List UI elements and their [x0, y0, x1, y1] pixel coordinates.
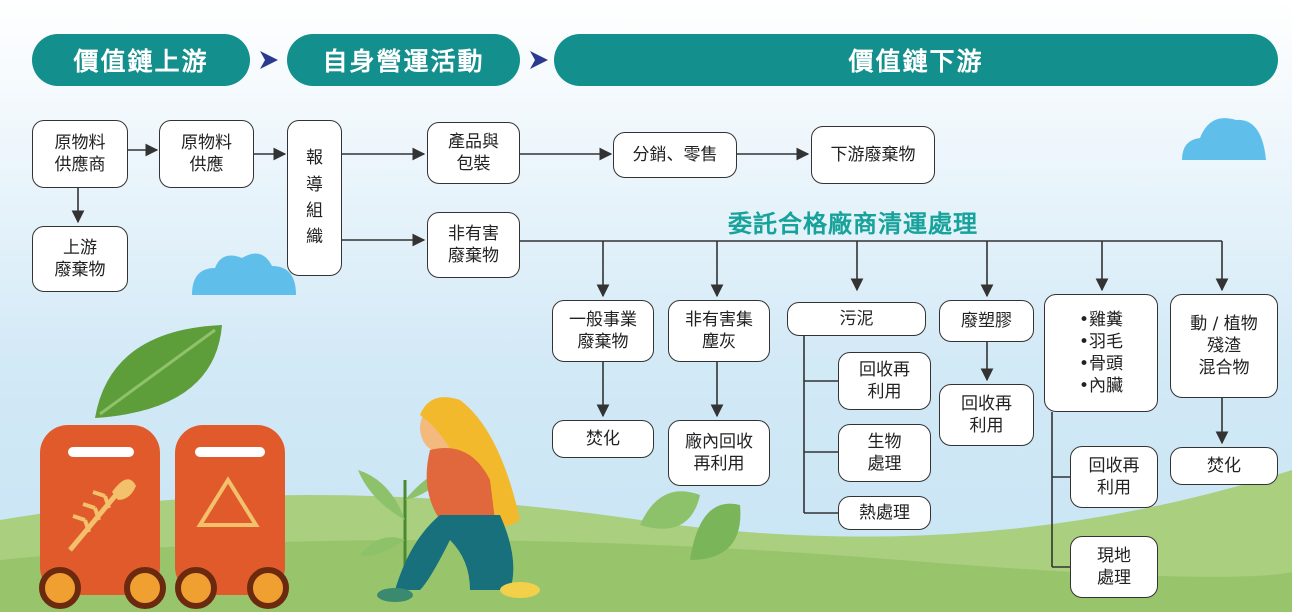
- node-sludge: 污泥: [787, 302, 926, 336]
- node-poultry-byproducts: •雞糞 •羽毛 •骨頭 •內臟: [1044, 294, 1158, 412]
- node-raw-material-supplier: 原物料 供應商: [32, 120, 128, 188]
- node-sludge-recycle: 回收再 利用: [838, 352, 931, 410]
- play-arrow-icon: [530, 51, 548, 69]
- vertical-char: 報: [306, 148, 323, 169]
- node-sludge-heat: 熱處理: [838, 496, 931, 530]
- trash-bin-fish-icon: [39, 425, 166, 609]
- node-dust-ash: 非有害集 塵灰: [668, 300, 770, 362]
- node-distribution-retail: 分銷、零售: [613, 132, 737, 178]
- node-products-packaging: 產品與 包裝: [427, 122, 520, 184]
- leaf-icon: [690, 503, 741, 560]
- banner-operations: 自身營運活動: [287, 34, 520, 86]
- poultry-item: •雞糞: [1078, 309, 1124, 330]
- node-incineration: 焚化: [552, 420, 654, 458]
- node-plastic-recycle: 回收再 利用: [939, 384, 1034, 446]
- node-animal-plant-residue: 動 / 植物 殘渣 混合物: [1170, 294, 1278, 398]
- poultry-item: •內臟: [1078, 376, 1124, 397]
- leaf-icon: [640, 491, 700, 529]
- node-incineration-2: 焚化: [1170, 447, 1278, 485]
- trash-bin-triangle-icon: [175, 425, 289, 609]
- node-non-hazardous-waste: 非有害 廢棄物: [427, 212, 520, 278]
- node-factory-reuse: 廠內回收 再利用: [668, 420, 770, 486]
- cloud-icon: [1182, 118, 1266, 160]
- cloud-icon: [192, 253, 296, 295]
- vertical-char: 組: [306, 201, 323, 221]
- node-onsite-treatment: 現地 處理: [1070, 536, 1158, 598]
- grass-hill-dark: [0, 540, 1292, 612]
- node-poultry-recycle: 回收再 利用: [1070, 446, 1158, 508]
- banner-downstream: 價值鏈下游: [554, 34, 1278, 86]
- node-general-industrial-waste: 一般事業 廢棄物: [552, 300, 654, 362]
- node-downstream-waste: 下游廢棄物: [811, 126, 935, 184]
- node-raw-material-supply: 原物料 供應: [159, 120, 254, 188]
- consign-title: 委託合格廠商清運處理: [728, 210, 978, 238]
- node-upstream-waste: 上游 廢棄物: [32, 226, 128, 292]
- banner-upstream: 價值鏈上游: [32, 34, 250, 86]
- node-reporting-organization: 報 導 組 織: [287, 120, 342, 276]
- node-waste-plastic: 廢塑膠: [939, 300, 1034, 342]
- poultry-item: •骨頭: [1078, 354, 1124, 374]
- node-sludge-bio: 生物 處理: [838, 424, 931, 482]
- vertical-char: 導: [306, 174, 323, 195]
- play-arrow-icon: [260, 51, 278, 69]
- vertical-char: 織: [306, 227, 323, 248]
- girl-planting-illustration: [358, 397, 540, 602]
- poultry-item: •羽毛: [1078, 331, 1124, 352]
